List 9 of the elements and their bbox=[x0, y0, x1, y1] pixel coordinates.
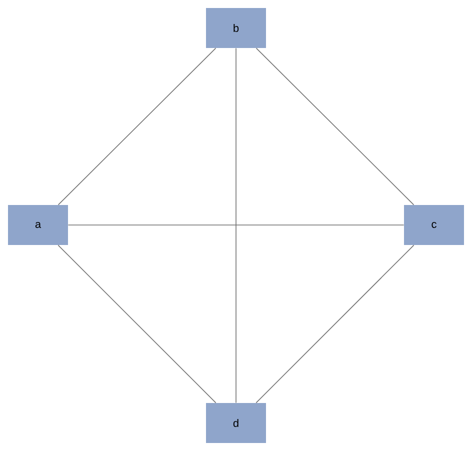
connector-line bbox=[256, 48, 414, 206]
node-box: c bbox=[404, 205, 464, 245]
connector-line bbox=[256, 244, 414, 404]
connector-line bbox=[58, 48, 216, 206]
node-box: b bbox=[206, 8, 266, 48]
node-box: a bbox=[8, 205, 68, 245]
node-box: d bbox=[206, 402, 266, 443]
connector-line bbox=[58, 244, 216, 404]
connector-line bbox=[68, 224, 404, 226]
